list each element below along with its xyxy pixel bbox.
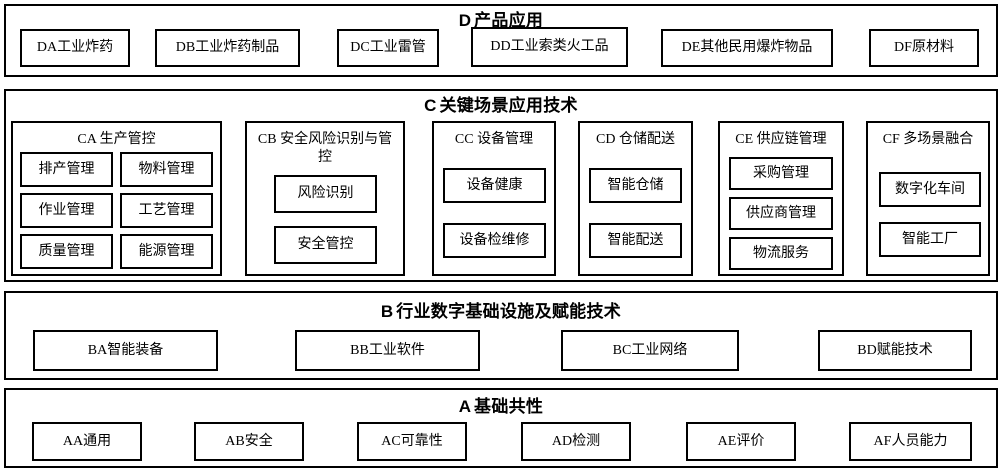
layer-c-ca-item-5[interactable]: 质量管理	[20, 234, 113, 269]
layer-c-cd-item-2[interactable]: 智能配送	[589, 223, 682, 258]
layer-d-title-text: 产品应用	[474, 11, 544, 30]
layer-c-group-cd-title: CD 仓储配送	[596, 132, 675, 147]
layer-b-item-ba-label: BA智能装备	[87, 342, 164, 358]
layer-b-item-bb[interactable]: BB工业软件	[295, 330, 480, 371]
layer-a-item-aa[interactable]: AA通用	[32, 422, 142, 461]
layer-a-item-ad[interactable]: AD检测	[521, 422, 631, 461]
layer-c-ce-item-3-label: 物流服务	[753, 245, 809, 261]
layer-a-item-aa-label: AA通用	[62, 433, 112, 449]
layer-c-cf-item-1-label: 数字化车间	[895, 181, 965, 197]
layer-c-cb-item-1[interactable]: 风险识别	[274, 175, 377, 213]
layer-d-item-da[interactable]: DA工业炸药	[20, 29, 130, 67]
layer-c-ca-item-3-label: 作业管理	[38, 202, 95, 218]
layer-c-ce-item-1-label: 采购管理	[753, 165, 809, 181]
layer-c-ca-item-2[interactable]: 物料管理	[120, 152, 213, 187]
layer-c-ca-item-1[interactable]: 排产管理	[20, 152, 113, 187]
layer-c-group-ce-title: CE 供应链管理	[735, 132, 827, 147]
layer-a-item-ac-label: AC可靠性	[381, 433, 443, 449]
layer-c-cc-item-2[interactable]: 设备检维修	[443, 223, 546, 258]
layer-c-ca-item-4[interactable]: 工艺管理	[120, 193, 213, 228]
layer-c-cf-item-2[interactable]: 智能工厂	[879, 222, 981, 257]
layer-b-title-text: 行业数字基础设施及赋能技术	[396, 302, 622, 321]
layer-c-cf-item-1[interactable]: 数字化车间	[879, 172, 981, 207]
layer-c-ca-item-3[interactable]: 作业管理	[20, 193, 113, 228]
layer-a-title-text: 基础共性	[474, 397, 544, 416]
layer-c-cc-item-1-label: 设备健康	[466, 177, 523, 193]
layer-a-item-ae[interactable]: AE评价	[686, 422, 796, 461]
layer-a-tag: A	[458, 397, 472, 416]
layer-c-ce-item-3[interactable]: 物流服务	[729, 237, 833, 270]
layer-a-item-af[interactable]: AF人员能力	[849, 422, 972, 461]
layer-a-item-ab-label: AB安全	[225, 433, 273, 449]
layer-b-item-bd[interactable]: BD赋能技术	[818, 330, 972, 371]
layer-c-tag: C	[424, 96, 437, 115]
layer-c-group-cc-title: CC 设备管理	[454, 132, 534, 147]
layer-c-ce-item-2[interactable]: 供应商管理	[729, 197, 833, 230]
layer-a-item-ab[interactable]: AB安全	[194, 422, 304, 461]
layer-c-ca-item-1-label: 排产管理	[38, 161, 95, 177]
layer-d-item-df-label: DF原材料	[894, 40, 954, 55]
layer-c-title-text: 关键场景应用技术	[439, 96, 578, 115]
layer-c-ca-item-5-label: 质量管理	[38, 243, 95, 259]
layer-b-item-bc[interactable]: BC工业网络	[561, 330, 739, 371]
layer-d-item-de-label: DE其他民用爆炸物品	[681, 40, 813, 55]
layer-b-tag: B	[380, 302, 394, 321]
layer-a-item-ad-label: AD检测	[551, 433, 601, 449]
layer-a-item-af-label: AF人员能力	[873, 433, 948, 449]
layer-d-tag: D	[458, 11, 472, 30]
layer-c-ca-item-6[interactable]: 能源管理	[120, 234, 213, 269]
layer-d-item-db-label: DB工业炸药制品	[175, 40, 280, 55]
layer-d-item-dc-label: DC工业雷管	[350, 40, 426, 55]
layer-c-cd-item-1[interactable]: 智能仓储	[589, 168, 682, 203]
layer-c-cb-item-2[interactable]: 安全管控	[274, 226, 377, 264]
layer-c-ca-item-4-label: 工艺管理	[138, 202, 195, 218]
layer-c-group-cb-title: CB 安全风险识别与管控	[257, 132, 393, 165]
layer-c-cf-item-2-label: 智能工厂	[902, 231, 958, 247]
layer-d-item-db[interactable]: DB工业炸药制品	[155, 29, 300, 67]
layer-d-item-de[interactable]: DE其他民用爆炸物品	[661, 29, 833, 67]
layer-d-item-dd[interactable]: DD工业索类火工品	[471, 27, 628, 67]
layer-d-item-df[interactable]: DF原材料	[869, 29, 979, 67]
layer-c-cb-item-2-label: 安全管控	[297, 237, 354, 252]
layer-c-cc-item-2-label: 设备检维修	[459, 232, 530, 248]
layer-c-group-cf-title: CF 多场景融合	[882, 132, 974, 147]
layer-c-group-ca-title: CA 生产管控	[77, 132, 156, 147]
layer-d-item-dd-label: DD工业索类火工品	[490, 39, 609, 54]
layer-c-ce-item-2-label: 供应商管理	[746, 205, 816, 221]
layer-b-item-ba[interactable]: BA智能装备	[33, 330, 218, 371]
layer-a-item-ae-label: AE评价	[717, 433, 765, 449]
layer-a-item-ac[interactable]: AC可靠性	[357, 422, 467, 461]
layer-c-ce-item-1[interactable]: 采购管理	[729, 157, 833, 190]
layer-c-cd-item-2-label: 智能配送	[607, 232, 664, 248]
layer-d-item-dc[interactable]: DC工业雷管	[337, 29, 439, 67]
layer-b-item-bd-label: BD赋能技术	[857, 342, 933, 358]
layer-c-cc-item-1[interactable]: 设备健康	[443, 168, 546, 203]
layer-b-item-bc-label: BC工业网络	[612, 342, 688, 358]
layer-b-item-bb-label: BB工业软件	[350, 342, 425, 358]
layer-c-ca-item-2-label: 物料管理	[138, 161, 195, 177]
layer-c-ca-item-6-label: 能源管理	[138, 243, 195, 259]
layer-c-cb-item-1-label: 风险识别	[297, 186, 354, 201]
layer-c-cd-item-1-label: 智能仓储	[607, 177, 664, 193]
layer-d-item-da-label: DA工业炸药	[36, 40, 114, 55]
